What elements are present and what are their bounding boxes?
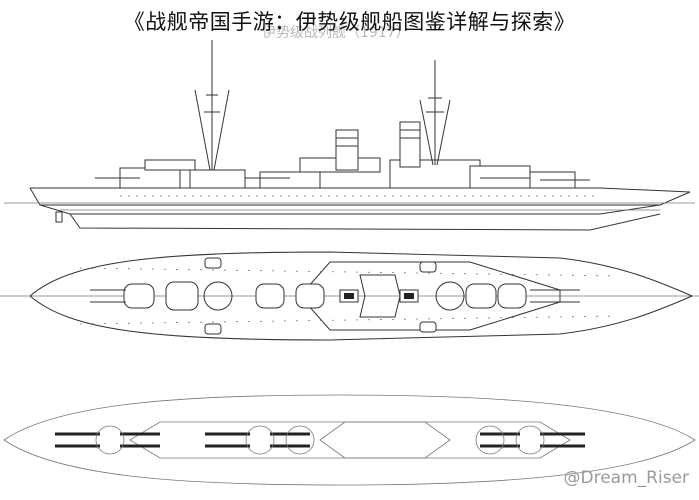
watermark: @Dream_Riser — [563, 468, 689, 488]
drawing-caption: 伊势级战列舰（1917） — [262, 25, 410, 41]
ship-deck-plan — [0, 251, 699, 341]
page-title: 《战舰帝国手游：伊势级舰船图鉴详解与探索》 — [123, 10, 576, 34]
ship-armor-plan — [3, 394, 696, 486]
ship-side-profile — [4, 40, 695, 231]
